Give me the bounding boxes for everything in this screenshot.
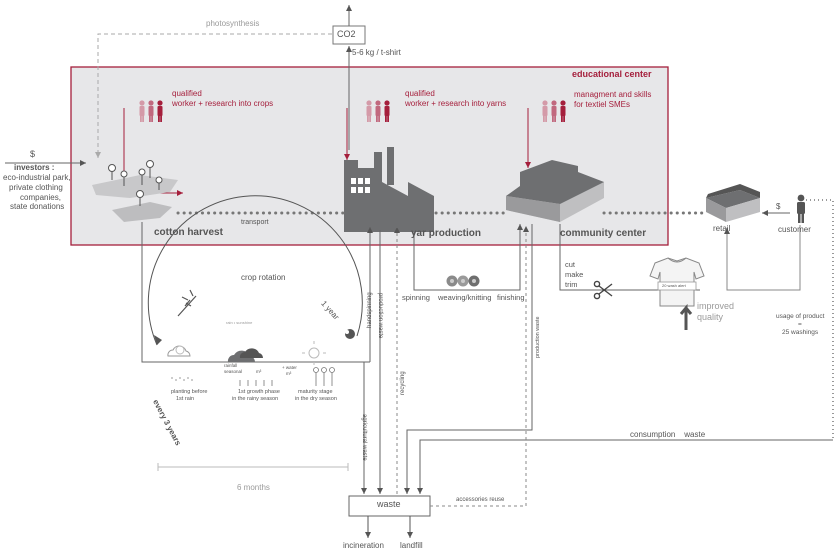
investors-line-1: eco-industrial park, <box>3 173 71 182</box>
harvest-to-field-line <box>141 222 370 363</box>
investors-line-4: state donations <box>10 202 65 211</box>
boll-icon <box>345 329 355 339</box>
crop-rotation-arrowhead <box>154 335 162 345</box>
retail-icon <box>706 184 760 222</box>
rainfall-label-2: seasonal <box>224 369 243 374</box>
usage-label-3: 25 washings <box>782 329 819 336</box>
accessories-reuse-line <box>430 226 529 507</box>
quality-label: quality <box>697 312 724 322</box>
spool-icons <box>446 275 480 287</box>
photosynthesis-arrow <box>95 33 332 158</box>
accessories-reuse-label: accessories reuse <box>456 497 505 503</box>
usage-label-2: = <box>798 321 802 328</box>
six-months-label: 6 months <box>237 483 270 492</box>
cotton-plant-icon <box>177 289 197 317</box>
customer-dollar: $ <box>776 202 781 211</box>
community-center-icon <box>506 160 604 222</box>
crop-rotation-label: crop rotation <box>241 273 286 282</box>
handspinning-label: handspinning <box>367 292 373 328</box>
community-center-label: community center <box>560 228 647 239</box>
investors-line-3: companies, <box>20 193 61 202</box>
incineration-label: incineration <box>343 541 384 550</box>
community-production-waste-line <box>404 224 533 494</box>
scissors-icon <box>593 280 613 300</box>
small-plant-row-icon <box>239 367 335 386</box>
investors-dollar: $ <box>30 149 36 159</box>
tshirt-wash-label: 20 wash alert <box>662 283 686 288</box>
growth-label-1: 1st growth phase <box>238 389 280 395</box>
educational-center-title: educational center <box>572 69 652 79</box>
maturity-label-2: in the dry season <box>295 396 337 402</box>
investors-title: investors : <box>14 163 55 172</box>
management-workers-icon <box>542 100 566 122</box>
consumption-waste-label: consumption waste <box>630 430 706 439</box>
seed-dots-icon <box>171 377 193 381</box>
cotton-harvest-label: cotton harvest <box>154 227 223 238</box>
waste-label: waste <box>377 499 401 509</box>
yarns-research-label: worker + research into yarns <box>405 99 507 108</box>
improved-label: improved <box>697 301 735 311</box>
usage-label-1: usage of product <box>776 313 825 320</box>
investors-line-2: private clothing <box>9 183 63 192</box>
rain-cloud-icon <box>227 348 264 362</box>
management-label-1: managment and skills <box>574 90 652 99</box>
consumption-waste-line <box>417 439 833 494</box>
spinning-label: spinning <box>402 293 430 302</box>
factory-icon <box>344 147 434 232</box>
rainfall-label-1: rainfall <box>224 363 238 368</box>
finishing-label: finishing <box>497 293 525 302</box>
cotton-field-icon <box>92 160 178 222</box>
production-waste-label: production waste <box>377 293 383 339</box>
management-label-2: for textiel SMEs <box>574 100 631 109</box>
rainfall-label-3: m³ <box>256 369 262 374</box>
community-production-waste-label: production waste <box>535 316 541 358</box>
sun-icon <box>302 341 326 365</box>
retail-label: retail <box>713 224 731 233</box>
tshirt-icon <box>649 257 705 307</box>
maturity-label-1: maturity stage <box>298 389 333 395</box>
yarns-qualified-label: qualified <box>405 89 435 98</box>
customer-consumption-dotted <box>806 199 834 440</box>
landfill-label: landfill <box>400 541 423 550</box>
make-label: make <box>565 270 584 279</box>
growth-label-2: in the rainy season <box>232 396 279 402</box>
crops-workers-icon <box>139 100 163 122</box>
water-label-2: m³ <box>286 371 292 376</box>
planting-label-1: planting before <box>171 389 208 395</box>
transport-label: transport <box>241 219 269 226</box>
planting-label-2: 1st rain <box>176 396 195 402</box>
recycling-label: recycling <box>400 371 406 395</box>
crops-research-label: worker + research into crops <box>172 99 274 108</box>
trim-label: trim <box>565 280 578 289</box>
yarns-workers-icon <box>366 100 390 122</box>
yarn-process-loop <box>413 224 523 291</box>
customer-loop-line <box>724 225 801 291</box>
crops-qualified-label: qualified <box>172 89 202 98</box>
cut-label: cut <box>565 260 576 269</box>
weaving-knitting-label: weaving/knitting <box>438 293 492 302</box>
water-label-1: + water <box>282 365 297 370</box>
crop-rotation-circle <box>147 195 363 346</box>
circle-note: rain • sunshine <box>226 320 253 325</box>
cut-make-trim-line <box>559 224 700 291</box>
yar-production-label: yar production <box>411 228 482 239</box>
improved-quality-arrow <box>679 303 693 330</box>
photosynthesis-label: photosynthesis <box>206 19 260 28</box>
customer-label: customer <box>778 225 811 234</box>
sun-cloud-icon <box>167 345 191 357</box>
co2-label: CO2 <box>337 29 356 39</box>
co2-amount-label: 5-6 kg / t-shirt <box>352 48 401 57</box>
customer-icon <box>797 194 805 223</box>
agricultural-waste-label: agricultural waste <box>361 414 367 461</box>
